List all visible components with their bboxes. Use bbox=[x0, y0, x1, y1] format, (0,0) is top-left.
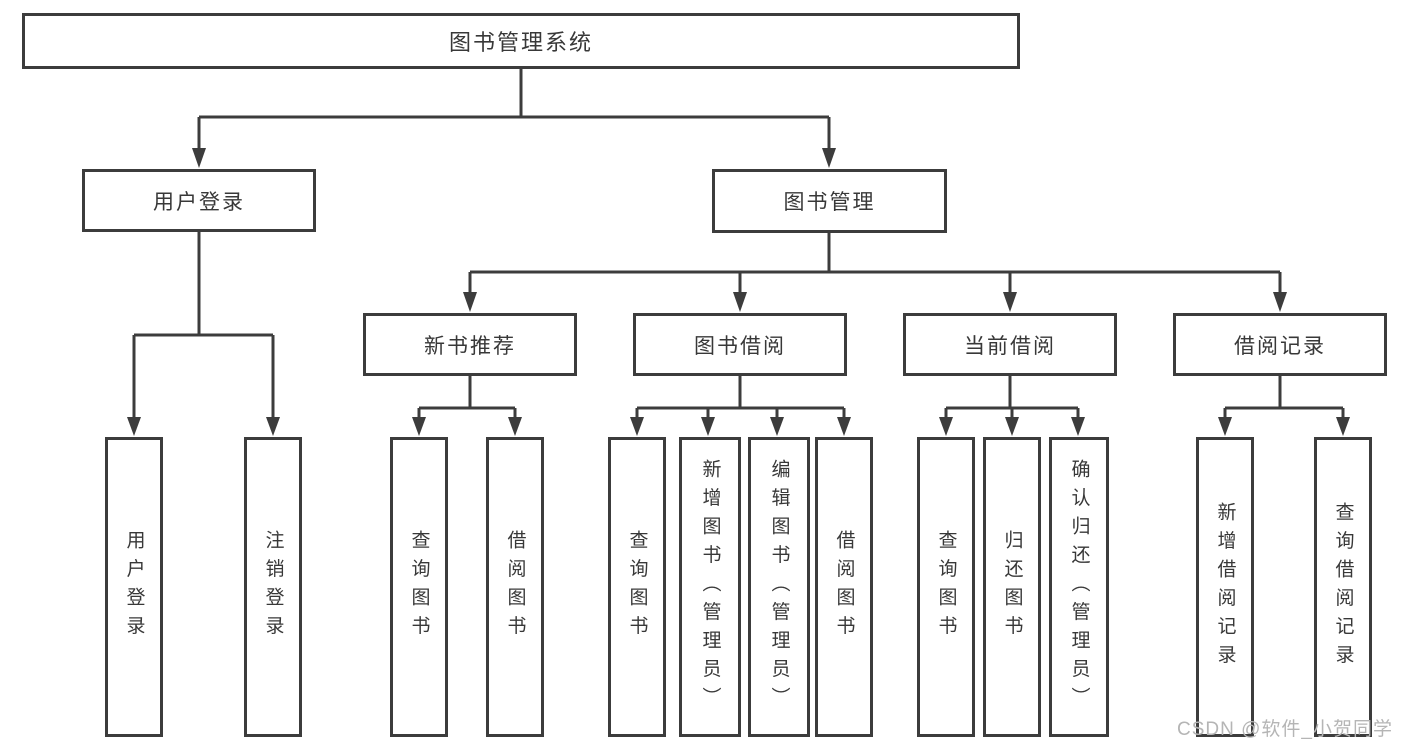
node-user-login: 用户登录 bbox=[82, 169, 316, 232]
leaf-borrow-edit-book-admin: 编辑图书（管理员） bbox=[748, 437, 810, 737]
node-borrow-record: 借阅记录 bbox=[1173, 313, 1387, 376]
csdn-watermark: CSDN @软件_小贺同学 bbox=[1177, 719, 1393, 740]
leaf-current-query-book: 查询图书 bbox=[917, 437, 975, 737]
leaf-recommend-query-book: 查询图书 bbox=[390, 437, 448, 737]
leaf-current-return-book: 归还图书 bbox=[983, 437, 1041, 737]
node-book-borrow: 图书借阅 bbox=[633, 313, 847, 376]
node-system-root: 图书管理系统 bbox=[22, 13, 1020, 69]
leaf-user-login: 用户登录 bbox=[105, 437, 163, 737]
leaf-recommend-borrow-book: 借阅图书 bbox=[486, 437, 544, 737]
leaf-borrow-borrow-book: 借阅图书 bbox=[815, 437, 873, 737]
leaf-borrow-add-book-admin: 新增图书（管理员） bbox=[679, 437, 741, 737]
node-current-borrow: 当前借阅 bbox=[903, 313, 1117, 376]
leaf-current-confirm-return-admin: 确认归还（管理员） bbox=[1049, 437, 1109, 737]
node-new-book-recommend: 新书推荐 bbox=[363, 313, 577, 376]
leaf-logout-login: 注销登录 bbox=[244, 437, 302, 737]
leaf-record-query-borrow-record: 查询借阅记录 bbox=[1314, 437, 1372, 737]
leaf-record-add-borrow-record: 新增借阅记录 bbox=[1196, 437, 1254, 737]
node-book-management: 图书管理 bbox=[712, 169, 947, 233]
arrowheads bbox=[127, 148, 1350, 436]
leaf-borrow-query-book: 查询图书 bbox=[608, 437, 666, 737]
